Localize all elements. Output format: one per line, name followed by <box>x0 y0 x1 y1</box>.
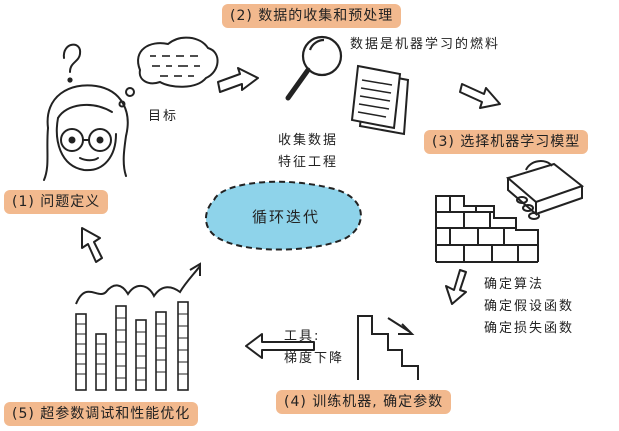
center-blob <box>205 180 362 251</box>
magnifier-icon <box>285 35 343 101</box>
collect-line-2: 特征工程 <box>278 155 339 170</box>
stairs-icon <box>357 315 419 380</box>
brick-wall-icon <box>435 195 539 263</box>
step-4-label: (4) 训练机器, 确定参数 <box>276 390 452 414</box>
step-2-label: (2) 数据的收集和预处理 <box>222 4 402 28</box>
thought-bubble-icon <box>118 36 219 108</box>
step-1-label: (1) 问题定义 <box>4 190 109 214</box>
papers-icon <box>350 64 410 136</box>
cycle-arrows <box>81 67 501 359</box>
tool-line-2: 梯度下降 <box>284 351 345 366</box>
arrow-1-to-2 <box>217 67 259 93</box>
tool-line-1: 工具: <box>284 329 321 344</box>
model-line-1: 确定算法 <box>484 277 545 292</box>
tool-notes: 工具: 梯度下降 <box>284 326 344 370</box>
collect-notes: 收集数据 特征工程 <box>278 130 338 174</box>
step-3-label: (3) 选择机器学习模型 <box>424 130 589 154</box>
model-line-2: 确定假设函数 <box>484 299 575 314</box>
collect-line-1: 收集数据 <box>278 133 339 148</box>
arrow-3-to-4 <box>445 269 467 305</box>
model-notes: 确定算法 确定假设函数 确定损失函数 <box>484 274 574 340</box>
arrow-4-to-5 <box>245 333 315 359</box>
arrow-2-to-3 <box>459 83 501 109</box>
brick-icon <box>505 160 585 220</box>
step-5-label: (5) 超参数调试和性能优化 <box>4 402 199 426</box>
arrow-5-to-1 <box>81 227 103 263</box>
center-label: 循环迭代 <box>252 208 321 226</box>
goal-text: 目标 <box>148 109 179 124</box>
data-fuel-text: 数据是机器学习的燃料 <box>350 37 501 52</box>
thinking-person-icon <box>43 43 129 181</box>
bar-chart-icon <box>75 262 201 391</box>
model-line-3: 确定损失函数 <box>484 321 575 336</box>
